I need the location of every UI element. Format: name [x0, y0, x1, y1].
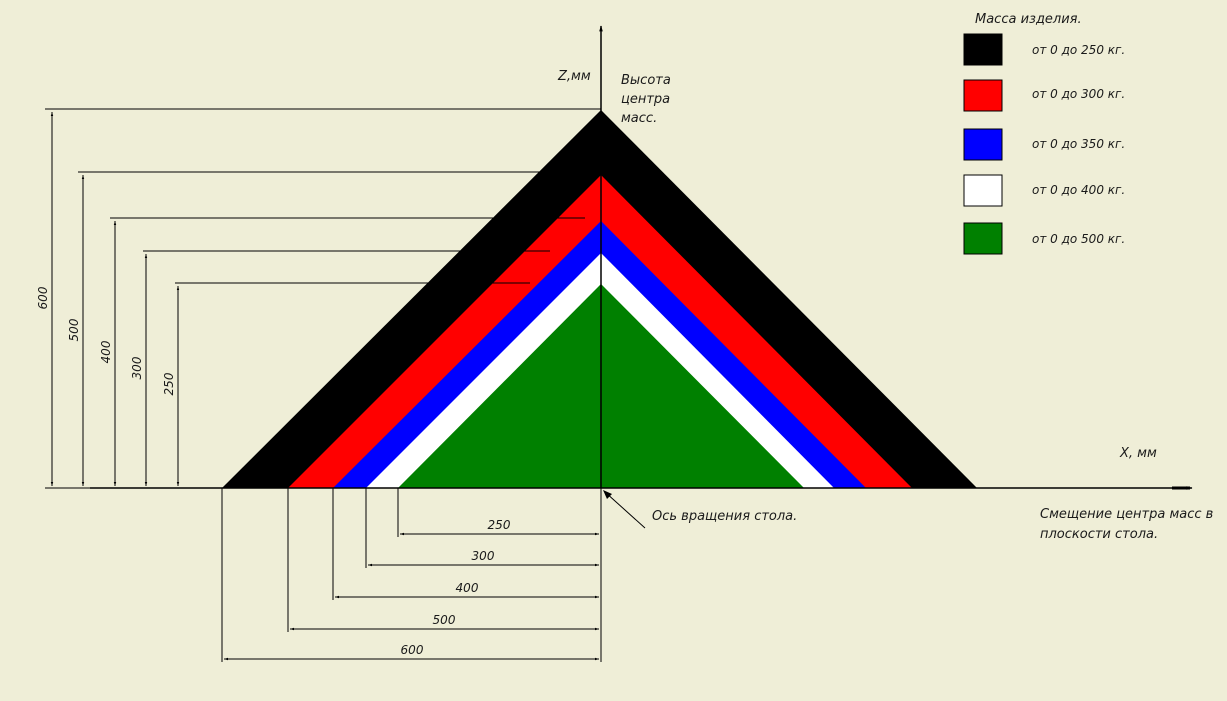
legend-swatch-green [963, 222, 1003, 255]
vertical-dimensions: 600 500 400 300 250 [36, 108, 601, 489]
legend-label-1: от 0 до 250 кг. [1032, 43, 1125, 57]
legend-label-4: от 0 до 400 кг. [1032, 183, 1125, 197]
z-axis-description-1: Высота [621, 73, 671, 88]
legend-title: Масса изделия. [975, 12, 1082, 27]
dim-h-400: 400 [456, 581, 479, 595]
z-axis-description-3: масс. [621, 111, 657, 126]
legend-swatch-black [963, 33, 1003, 66]
dim-v-300: 300 [130, 356, 144, 379]
dim-v-250: 250 [162, 372, 176, 395]
dim-v-600: 600 [36, 286, 50, 309]
x-axis-description-2: плоскости стола. [1040, 527, 1158, 542]
rotation-axis-leader [604, 491, 646, 529]
legend-label-2: от 0 до 300 кг. [1032, 87, 1125, 101]
horizontal-dimensions: 250 300 400 500 600 [221, 488, 602, 662]
z-axis-label: Z,мм [557, 69, 591, 84]
legend-swatch-red [963, 79, 1003, 112]
legend-swatch-blue [963, 128, 1003, 161]
legend-swatch-white [963, 174, 1003, 207]
dim-h-600: 600 [401, 643, 424, 657]
dim-h-300: 300 [472, 549, 495, 563]
x-axis-description-1: Смещение центра масс в [1040, 507, 1213, 522]
legend: Масса изделия. от 0 до 250 кг. от 0 до 3… [963, 12, 1125, 255]
legend-label-5: от 0 до 500 кг. [1032, 232, 1125, 246]
rotation-axis-label: Ось вращения стола. [652, 509, 797, 524]
dim-h-500: 500 [433, 613, 456, 627]
z-axis-description-2: центра [621, 92, 670, 107]
dim-v-400: 400 [99, 340, 113, 363]
dim-v-500: 500 [67, 318, 81, 341]
dim-h-250: 250 [488, 518, 511, 532]
x-axis-label: X, мм [1119, 446, 1157, 461]
legend-label-3: от 0 до 350 кг. [1032, 137, 1125, 151]
